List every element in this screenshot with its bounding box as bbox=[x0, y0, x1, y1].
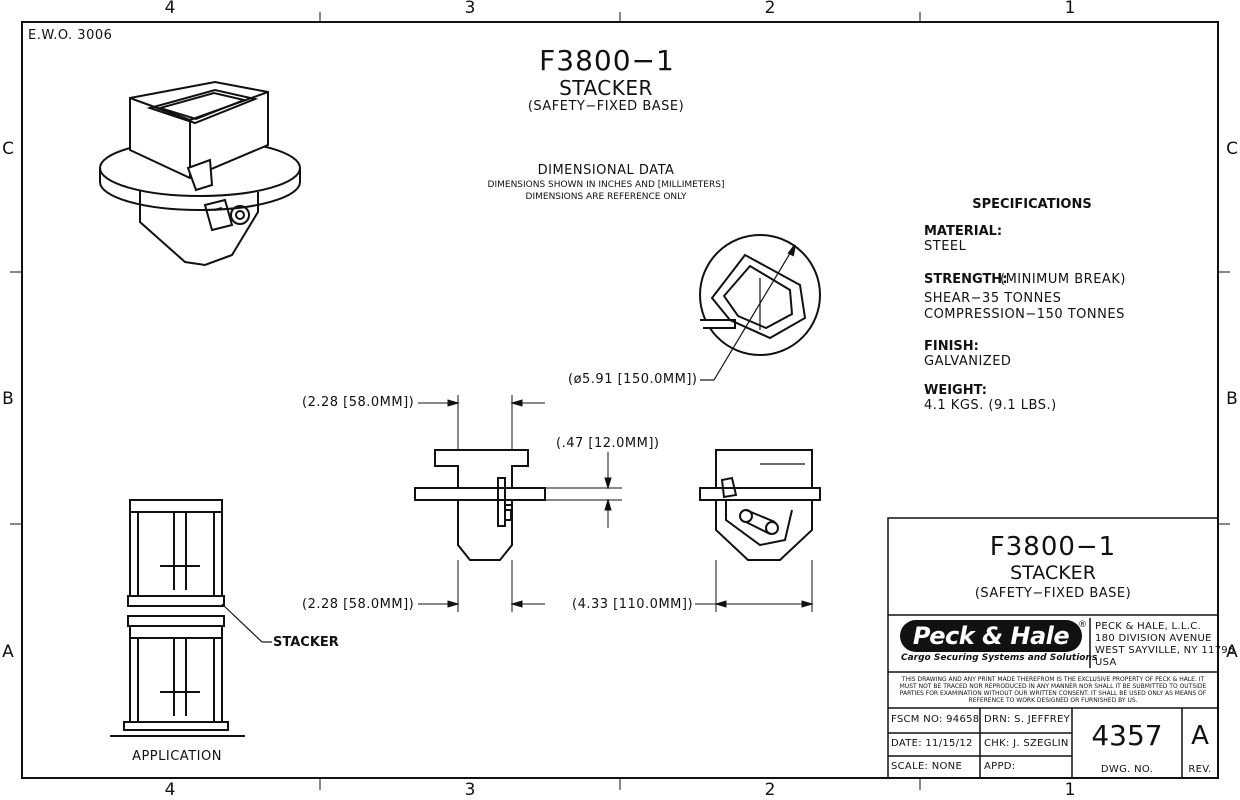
finish-value: GALVANIZED bbox=[924, 354, 1012, 369]
tb-address-2: WEST SAYVILLE, NY 11796 bbox=[1095, 645, 1235, 656]
weight-label: WEIGHT: bbox=[924, 383, 987, 398]
title-block-grid bbox=[887, 517, 1219, 779]
zone-left-c: C bbox=[2, 139, 14, 159]
zone-right-a: A bbox=[1226, 642, 1238, 662]
strength-compression: COMPRESSION−150 TONNES bbox=[924, 307, 1125, 322]
drawing-part-name: STACKER bbox=[559, 76, 653, 100]
tb-revision-label: REV. bbox=[1188, 764, 1212, 775]
tb-country: USA bbox=[1095, 657, 1117, 668]
finish-label: FINISH: bbox=[924, 339, 979, 354]
tb-part-subtitle: (SAFETY−FIXED BASE) bbox=[974, 586, 1132, 601]
tb-part-number: F3800−1 bbox=[989, 532, 1117, 562]
dimensional-note-1: DIMENSIONS SHOWN IN INCHES AND [MILLIMET… bbox=[487, 180, 725, 190]
registered-mark-icon: ® bbox=[1078, 620, 1087, 630]
drawing-part-subtitle: (SAFETY−FIXED BASE) bbox=[527, 99, 685, 114]
tb-drawn-by: DRN: S. JEFFREY bbox=[984, 714, 1071, 725]
zone-top-1: 1 bbox=[1064, 0, 1076, 18]
material-label: MATERIAL: bbox=[924, 224, 1003, 239]
isometric-view bbox=[99, 80, 301, 267]
dim-bottom-width: (2.28 [58.0MM]) bbox=[302, 597, 415, 612]
zone-top-3: 3 bbox=[464, 0, 476, 18]
specifications-title: SPECIFICATIONS bbox=[972, 197, 1092, 212]
application-view bbox=[110, 499, 272, 737]
zone-right-c: C bbox=[1226, 139, 1238, 159]
zone-bottom-2: 2 bbox=[764, 780, 776, 800]
drawing-part-number: F3800−1 bbox=[539, 44, 675, 77]
strength-label: STRENGTH: bbox=[924, 272, 1008, 287]
front-view bbox=[414, 449, 546, 561]
stacker-callout: STACKER bbox=[273, 635, 339, 650]
zone-bottom-3: 3 bbox=[464, 780, 476, 800]
zone-bottom-4: 4 bbox=[164, 780, 176, 800]
side-view bbox=[699, 449, 821, 561]
weight-value: 4.1 KGS. (9.1 LBS.) bbox=[924, 398, 1057, 413]
strength-shear: SHEAR−35 TONNES bbox=[924, 291, 1062, 306]
tb-approved-by: APPD: bbox=[984, 761, 1016, 772]
peck-hale-logo: Peck & Hale bbox=[900, 620, 1082, 654]
dimension-lines bbox=[418, 395, 814, 612]
tb-drawing-number: 4357 bbox=[1091, 719, 1163, 752]
zone-left-b: B bbox=[2, 389, 14, 409]
top-detail-view bbox=[699, 234, 821, 381]
tb-checked-by: CHK: J. SZEGLIN bbox=[984, 738, 1069, 749]
strength-note: (MINIMUM BREAK) bbox=[1000, 272, 1126, 287]
zone-top-2: 2 bbox=[764, 0, 776, 18]
tb-proprietary-notice: THIS DRAWING AND ANY PRINT MADE THEREFRO… bbox=[899, 676, 1207, 704]
dim-top-width: (2.28 [58.0MM]) bbox=[302, 395, 415, 410]
material-value: STEEL bbox=[924, 239, 967, 254]
tb-tagline: Cargo Securing Systems and Solutions bbox=[901, 653, 1098, 663]
tb-company: PECK & HALE, L.L.C. bbox=[1095, 621, 1202, 632]
zone-left-a: A bbox=[2, 642, 14, 662]
ewo-number: E.W.O. 3006 bbox=[28, 28, 113, 43]
zone-ticks bbox=[10, 12, 1230, 790]
tb-date: DATE: 11/15/12 bbox=[891, 738, 973, 749]
tb-revision: A bbox=[1191, 721, 1209, 751]
tb-part-name: STACKER bbox=[1010, 562, 1096, 584]
dim-plate-thickness: (.47 [12.0MM]) bbox=[556, 436, 660, 451]
zone-top-4: 4 bbox=[164, 0, 176, 18]
tb-scale: SCALE: NONE bbox=[891, 761, 963, 772]
dimensional-note-2: DIMENSIONS ARE REFERENCE ONLY bbox=[525, 192, 687, 202]
application-caption: APPLICATION bbox=[132, 749, 222, 764]
tb-drawing-number-label: DWG. NO. bbox=[1100, 764, 1154, 775]
tb-fscm: FSCM NO: 94658 bbox=[891, 714, 980, 725]
zone-bottom-1: 1 bbox=[1064, 780, 1076, 800]
dim-diameter: (ø5.91 [150.0MM]) bbox=[568, 372, 698, 387]
tb-address-1: 180 DIVISION AVENUE bbox=[1095, 633, 1212, 644]
dim-side-length: (4.33 [110.0MM]) bbox=[572, 597, 694, 612]
dimensional-data-title: DIMENSIONAL DATA bbox=[537, 163, 675, 178]
zone-right-b: B bbox=[1226, 389, 1238, 409]
